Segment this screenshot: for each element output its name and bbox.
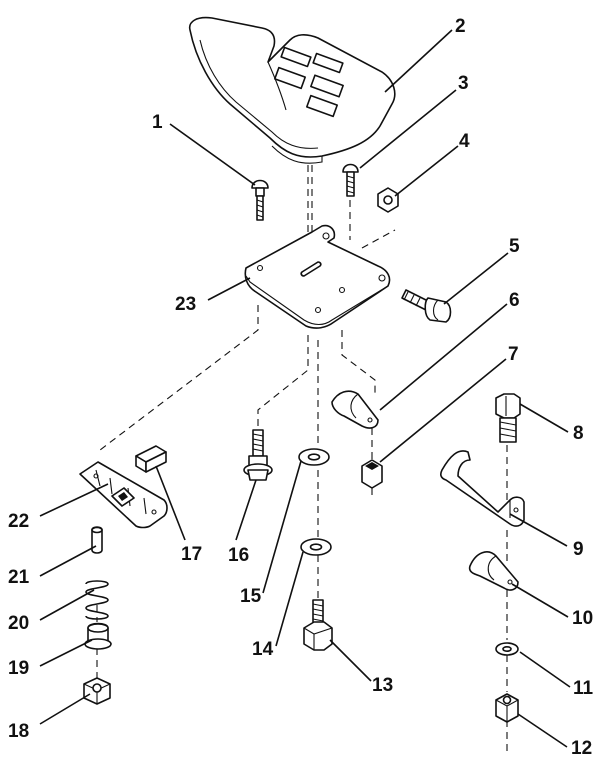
callout-labels: 1 2 3 4 5 6 7 8 9 10 11 12 13 14 15 16 1… <box>8 16 594 759</box>
callout-11: 11 <box>573 678 594 699</box>
seat-bracket-plate-part <box>244 224 391 329</box>
large-hex-bolt-part <box>495 393 521 443</box>
flanged-bolt-part <box>243 429 273 481</box>
callout-5: 5 <box>509 236 520 257</box>
seat-part <box>188 16 396 164</box>
callout-12: 12 <box>571 738 592 759</box>
callout-1: 1 <box>152 112 163 133</box>
assembly-centerlines <box>96 165 508 752</box>
clip-bracket-part <box>331 390 379 429</box>
hex-nut-18-part <box>83 677 111 705</box>
callout-20: 20 <box>8 613 29 634</box>
callout-2: 2 <box>455 16 466 37</box>
callout-9: 9 <box>573 539 584 560</box>
washer-15-part <box>298 448 330 466</box>
callout-19: 19 <box>8 658 29 679</box>
leader-lines <box>39 29 571 748</box>
round-head-screw-part <box>342 163 359 197</box>
spring-part <box>85 580 109 620</box>
callout-14: 14 <box>252 639 274 660</box>
callout-10: 10 <box>572 608 593 629</box>
callout-18: 18 <box>8 721 29 742</box>
angled-bracket-part <box>440 450 525 527</box>
callout-13: 13 <box>372 675 393 696</box>
small-clip-part <box>468 551 519 591</box>
carriage-bolt-part <box>251 179 269 221</box>
flat-washer-11-part <box>495 642 519 656</box>
callout-16: 16 <box>228 545 249 566</box>
callout-21: 21 <box>8 567 30 588</box>
callout-23: 23 <box>175 294 196 315</box>
callout-8: 8 <box>573 423 584 444</box>
callout-6: 6 <box>509 290 520 311</box>
callout-4: 4 <box>459 131 470 152</box>
hex-nut-part <box>377 187 399 213</box>
callout-22: 22 <box>8 511 29 532</box>
pin-part <box>91 526 103 554</box>
lock-nut-part <box>361 459 383 489</box>
callout-7: 7 <box>508 344 519 365</box>
callout-15: 15 <box>240 586 262 607</box>
latch-plate-part <box>79 461 168 529</box>
callout-17: 17 <box>181 544 202 565</box>
hex-head-bolt-part <box>401 289 452 323</box>
flanged-bushing-part <box>84 622 112 650</box>
key-block-part <box>135 445 167 473</box>
hex-bolt-13-part <box>303 599 333 651</box>
callout-3: 3 <box>458 73 469 94</box>
hex-nut-12-part <box>495 693 519 723</box>
washer-14-part <box>300 538 332 556</box>
